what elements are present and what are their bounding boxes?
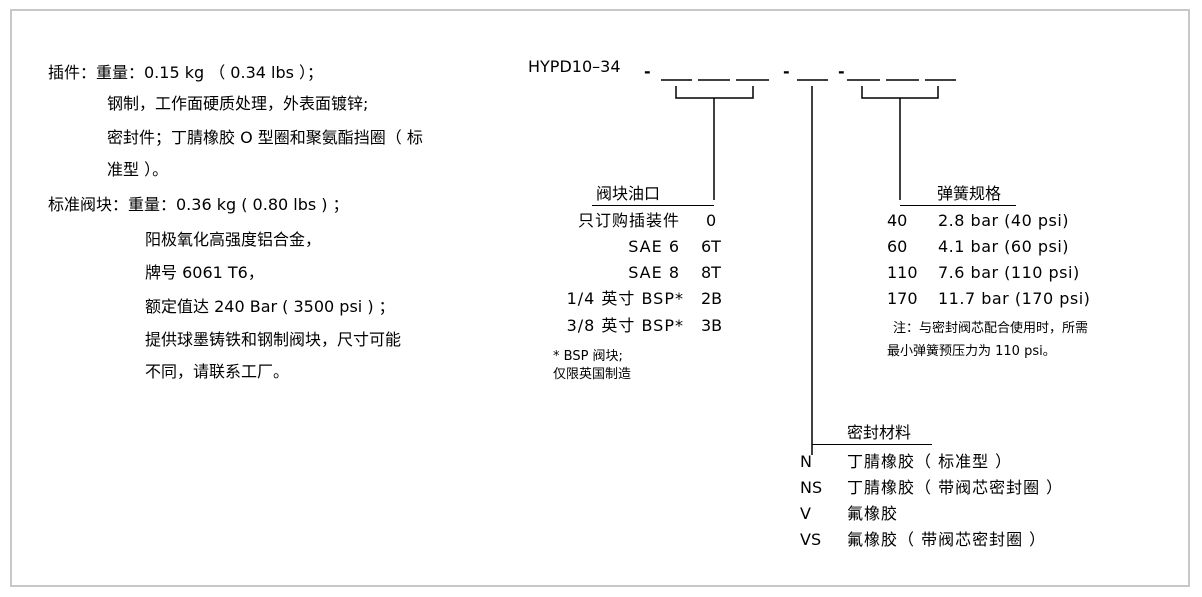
ports-row-label: SAE 8 [628,263,680,282]
ports-row-code: 6T [701,237,721,256]
body-spec-heading: 标准阀块：重量：0.36 kg ( 0.80 lbs ) ； [48,195,349,214]
ports-row-label: 只订购插装件 [577,211,680,230]
body-options-cont: 不同，请联系工厂。 [145,362,290,381]
ports-row-code: 0 [706,211,717,230]
spring-value: 4.1 bar (60 psi) [938,237,1070,256]
springs-title-underline [900,205,1016,206]
model-prefix: HYPD10–34 [528,57,621,76]
spring-value: 2.8 bar (40 psi) [938,211,1070,230]
seal-desc: 氟橡胶（ 带阀芯密封圈 ） [847,530,1047,549]
body-rating: 额定值达 240 Bar ( 3500 psi ) ； [145,297,395,316]
seals-title-underline [812,444,932,445]
spring-value: 7.6 bar (110 psi) [938,263,1080,282]
seal-code: V [800,504,811,523]
ports-row-code: 3B [701,316,723,335]
springs-note: 最小弹簧预压力为 110 psi。 [887,344,1056,359]
ports-row-code: 2B [701,289,723,308]
seal-desc: 丁腈橡胶（ 带阀芯密封圈 ） [847,478,1064,497]
spring-bracket [861,86,939,99]
spring-code: 60 [887,237,908,256]
ports-note: * BSP 阀块; [553,349,623,364]
seal-desc: 氟橡胶 [847,504,899,523]
body-options: 提供球墨铸铁和钢制阀块，尺寸可能 [145,330,402,349]
body-grade: 牌号 6061 T6， [145,263,264,282]
seal-code: VS [800,530,822,549]
seal-code: N [800,452,812,471]
model-dash: - [644,62,651,81]
cartridge-spec-heading: 插件：重量：0.15 kg （ 0.34 lbs ）； [48,63,324,82]
ports-title: 阀块油口 [596,184,661,203]
spring-value: 11.7 bar (170 psi) [938,289,1091,308]
ports-note: 仅限英国制造 [553,367,632,382]
cartridge-seals-cont: 准型 ）。 [107,160,169,179]
model-dash: - [783,62,790,81]
ports-row-label: 1/4 英寸 BSP* [566,289,684,308]
cartridge-material: 钢制，工作面硬质处理，外表面镀锌; [107,94,369,113]
spring-code: 40 [887,211,908,230]
ports-row-label: 3/8 英寸 BSP* [566,316,684,335]
springs-note: 注：与密封阀芯配合使用时，所需 [893,321,1089,336]
model-dash: - [838,62,845,81]
springs-title: 弹簧规格 [937,184,1002,203]
seal-code: NS [800,478,823,497]
port-bracket [675,86,754,99]
spring-code: 170 [887,289,918,308]
spring-code: 110 [887,263,918,282]
body-material: 阳极氧化高强度铝合金， [145,230,322,249]
seal-desc: 丁腈橡胶（ 标准型 ） [847,452,1013,471]
page-frame [10,9,1190,587]
ports-title-underline [592,205,714,206]
ports-row-code: 8T [701,263,721,282]
cartridge-seals: 密封件；丁腈橡胶 O 型圈和聚氨酯挡圈（ 标 [107,128,423,147]
seals-title: 密封材料 [847,423,912,442]
ports-row-label: SAE 6 [628,237,680,256]
